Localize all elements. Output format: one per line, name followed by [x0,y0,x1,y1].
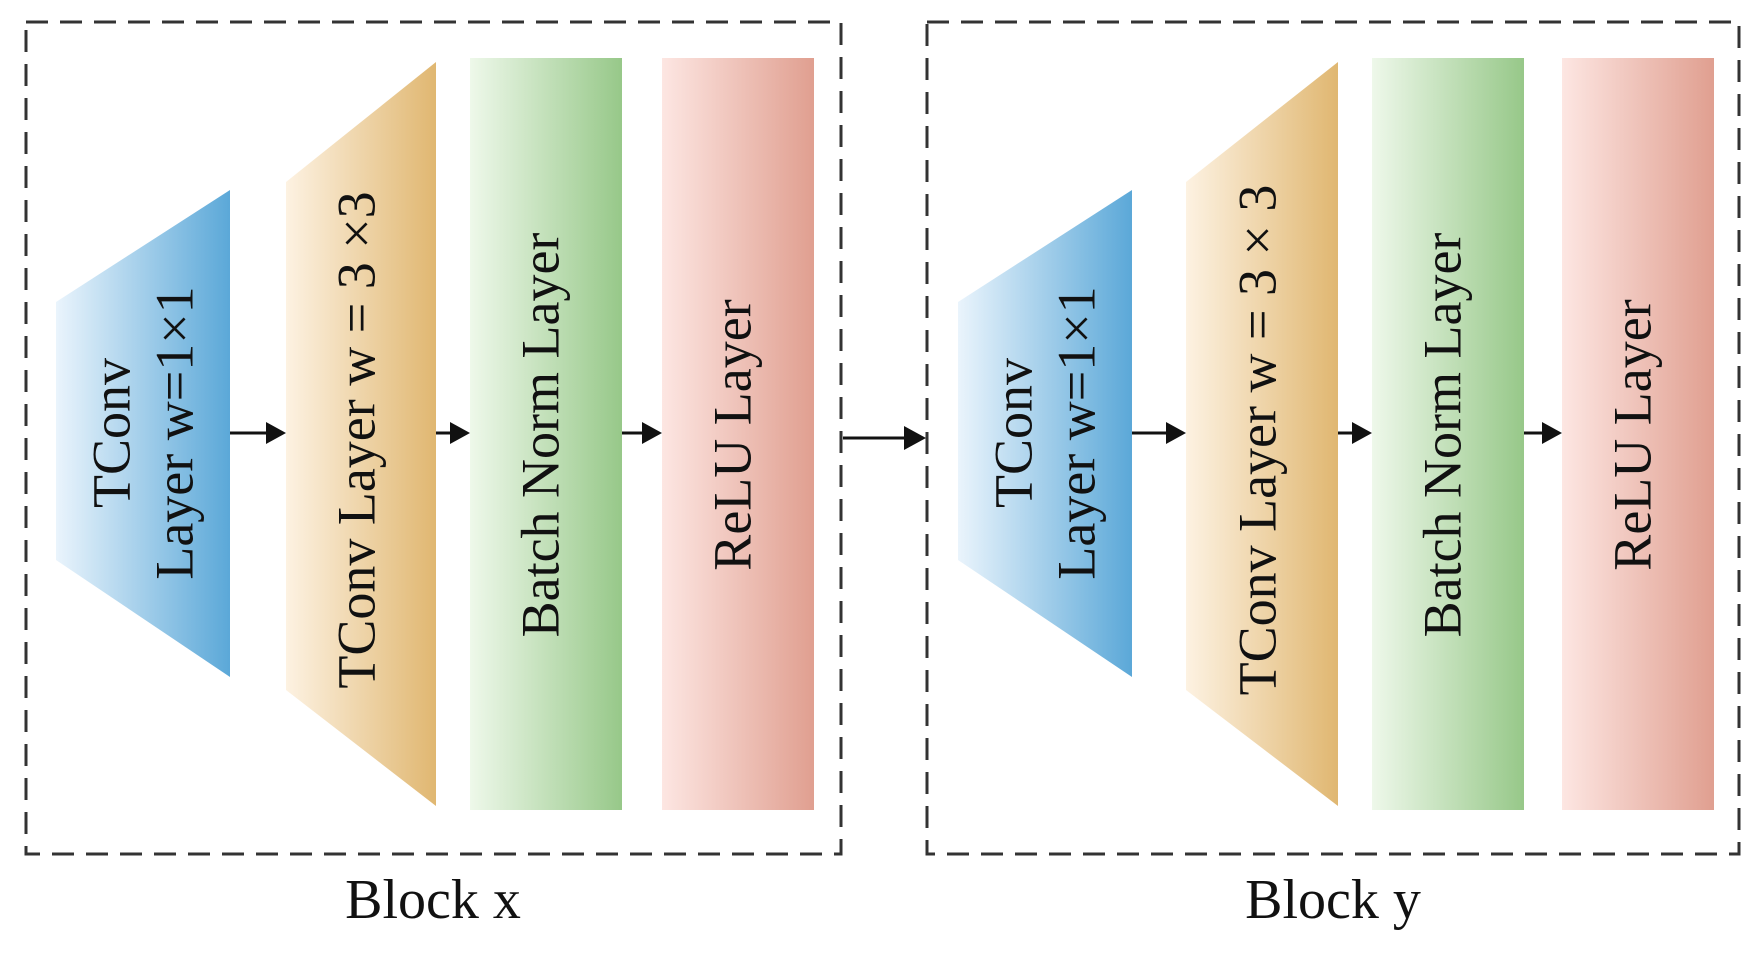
block-x-batchnorm-layer: Batch Norm Layer [470,58,622,810]
block-x-batchnorm-shape [470,58,622,810]
block-y-tconv1x1-shape [958,190,1132,677]
block-x-tconv1x1-shape [56,190,230,677]
block-x-tconv3x3-shape [286,62,436,806]
block-y-relu-shape [1562,58,1714,810]
block-connector-arrow [843,426,926,450]
block-x-frame [24,20,843,856]
block-x-tconv1x1-label-line2: Layer w=1×1 [144,286,204,579]
block-x-tconv1x1-layer: TConv Layer w=1×1 [56,190,230,677]
block-y-batchnorm-label: Batch Norm Layer [1412,233,1472,638]
block-y-arrow-2 [1338,422,1372,444]
block-x-tconv1x1-label: TConv [81,358,141,508]
block-x-arrow-1 [230,422,286,444]
block-y-tconv3x3-layer: TConv Layer w = 3 × 3 [1186,62,1338,806]
block-y-tconv1x1-label-line2: Layer w=1×1 [1046,286,1106,579]
block-x-tconv3x3-label: TConv Layer w = 3 ×3 [326,191,386,688]
block-x-batchnorm-label: Batch Norm Layer [510,233,570,638]
block-y-relu-label: ReLU Layer [1602,299,1662,570]
block-x-arrow-3 [622,422,662,444]
block-y-tconv3x3-shape [1186,62,1338,806]
block-x-relu-layer: ReLU Layer [662,58,814,810]
block-y-batchnorm-layer: Batch Norm Layer [1372,58,1524,810]
block-x-arrow-2 [436,422,470,444]
block-x-tconv3x3-layer: TConv Layer w = 3 ×3 [286,62,436,806]
block-x-relu-label: ReLU Layer [702,299,762,570]
block-y-arrow-3 [1524,422,1562,444]
block-y-frame [925,20,1741,856]
block-x-relu-shape [662,58,814,810]
block-y-caption: Block y [1245,869,1421,931]
block-x-caption: Block x [345,869,521,931]
block-y-tconv1x1-layer: TConv Layer w=1×1 [958,190,1132,677]
block-y-tconv3x3-label: TConv Layer w = 3 × 3 [1227,185,1287,696]
block-y-relu-layer: ReLU Layer [1562,58,1714,810]
block-y-tconv1x1-label: TConv [983,358,1043,508]
block-y-batchnorm-shape [1372,58,1524,810]
block-x: TConv Layer w=1×1 TConv Layer w = 3 ×3 B… [24,20,843,931]
block-y-arrow-1 [1132,422,1186,444]
block-y: TConv Layer w=1×1 TConv Layer w = 3 × 3 … [925,20,1741,931]
